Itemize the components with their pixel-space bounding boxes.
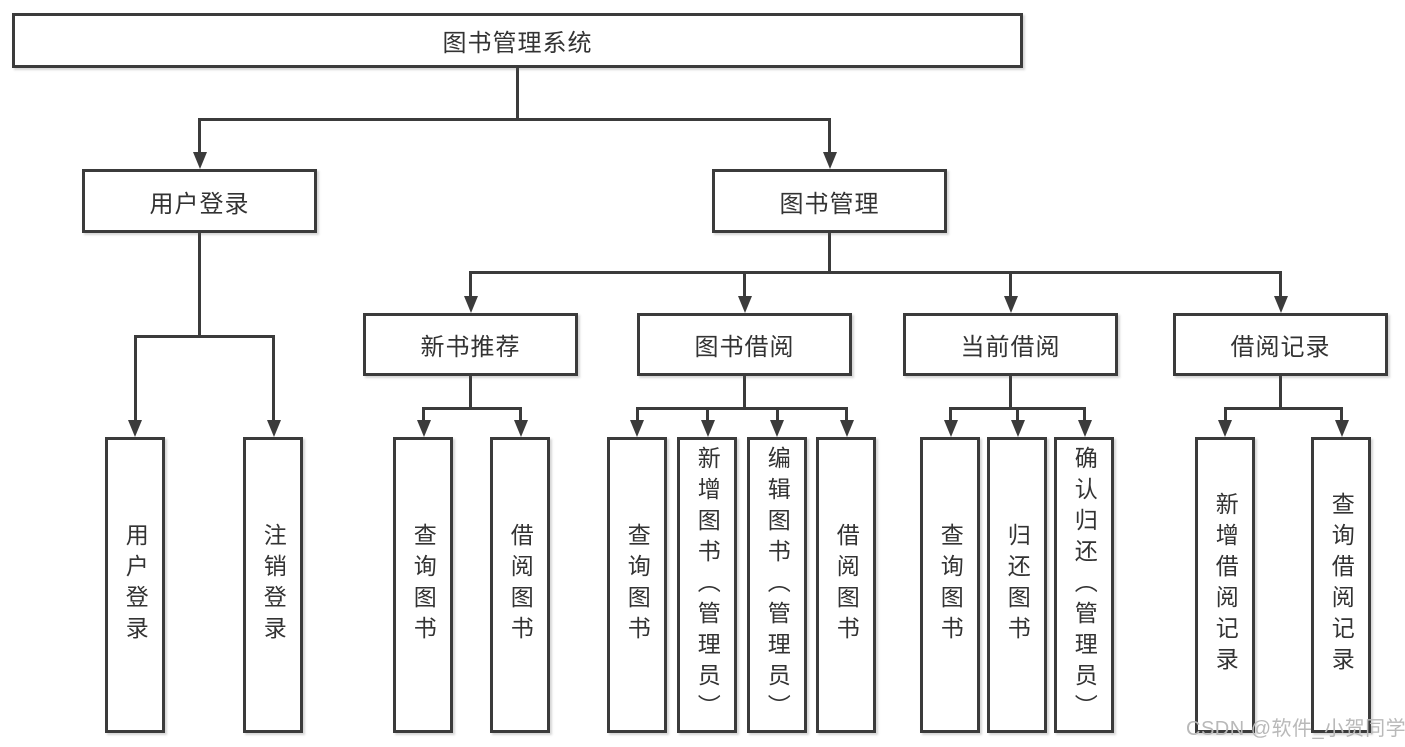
connector-stem — [706, 407, 709, 421]
connector-stem — [1340, 407, 1343, 421]
connector-stem — [519, 407, 522, 421]
node-query-books-2: 查询图书 — [607, 437, 667, 733]
connector-bookmgmt-vline — [828, 233, 831, 271]
connector-stem — [845, 407, 848, 421]
connector-stem — [422, 407, 425, 421]
connector-group4-vline — [1279, 376, 1282, 407]
node-edit-books-admin: 编辑图书（管理员） — [747, 437, 807, 733]
connector-bookmgmt-hline — [469, 271, 1282, 274]
node-book-borrowing: 图书借阅 — [637, 313, 852, 376]
connector-stem — [949, 407, 952, 421]
csdn-watermark: CSDN @软件_小贺同学 — [1186, 718, 1405, 740]
arrow-down-icon — [416, 420, 431, 437]
node-borrow-books-1: 借阅图书 — [490, 437, 550, 733]
arrow-down-icon — [1077, 420, 1092, 437]
arrow-down-icon — [192, 152, 207, 169]
leaf-label: 新增借阅记录 — [1212, 492, 1239, 678]
leaf-label: 编辑图书（管理员） — [764, 445, 791, 725]
arrow-down-icon — [943, 420, 958, 437]
arrow-down-icon — [1010, 420, 1025, 437]
arrow-down-icon — [128, 420, 142, 437]
connector-root-vline — [516, 68, 519, 118]
node-query-borrow-record: 查询借阅记录 — [1311, 437, 1371, 733]
arrow-down-icon — [1003, 296, 1018, 313]
arrow-down-icon — [513, 420, 528, 437]
arrow-down-icon — [770, 420, 784, 437]
connector-group1-hline — [422, 407, 522, 410]
connector-stem — [1223, 407, 1227, 421]
leaf-label: 查询图书 — [410, 523, 437, 647]
connector-stem — [1279, 271, 1282, 297]
leaf-label: 查询借阅记录 — [1328, 492, 1355, 678]
connector-userlogin-hline — [133, 335, 275, 338]
connector-group3-vline — [1009, 376, 1012, 407]
arrow-down-icon — [700, 420, 715, 437]
node-new-book-recommendation: 新书推荐 — [363, 313, 578, 376]
connector-stem — [743, 271, 746, 297]
node-borrow-books-2: 借阅图书 — [816, 437, 876, 733]
leaf-label: 归还图书 — [1004, 523, 1031, 647]
leaf-label: 借阅图书 — [507, 523, 534, 647]
node-borrowing-records: 借阅记录 — [1173, 313, 1388, 376]
node-user-login-leaf: 用户登录 — [105, 437, 165, 733]
connector-stem — [1083, 407, 1086, 421]
connector-group4-hline — [1223, 407, 1342, 410]
leaf-label: 查询图书 — [624, 523, 651, 647]
arrow-down-icon — [1273, 296, 1288, 313]
leaf-label: 用户登录 — [122, 523, 149, 647]
connector-group2-vline — [743, 376, 746, 407]
arrow-down-icon — [737, 296, 752, 313]
connector-root-hline — [198, 118, 831, 121]
connector-stem — [828, 118, 831, 153]
connector-stem — [271, 335, 275, 421]
connector-userlogin-vline — [198, 233, 201, 335]
node-current-borrowing: 当前借阅 — [903, 313, 1118, 376]
leaf-label: 新增图书（管理员） — [694, 445, 721, 725]
node-add-books-admin: 新增图书（管理员） — [677, 437, 737, 733]
connector-stem — [133, 335, 137, 421]
node-user-login: 用户登录 — [82, 169, 317, 233]
arrow-down-icon — [822, 152, 837, 169]
connector-stem — [1009, 271, 1012, 297]
arrow-down-icon — [266, 420, 281, 437]
connector-group1-vline — [469, 376, 472, 407]
connector-group2-hline — [635, 407, 848, 410]
connector-stem — [775, 407, 779, 421]
arrow-down-icon — [1334, 420, 1349, 437]
arrow-down-icon — [630, 420, 644, 437]
node-book-management-system: 图书管理系统 — [12, 13, 1023, 68]
node-query-books-3: 查询图书 — [920, 437, 980, 733]
node-return-books: 归还图书 — [987, 437, 1047, 733]
connector-stem — [469, 271, 472, 297]
arrow-down-icon — [839, 420, 854, 437]
node-query-books-1: 查询图书 — [393, 437, 453, 733]
leaf-label: 借阅图书 — [833, 523, 860, 647]
arrow-down-icon — [1218, 420, 1232, 437]
leaf-label: 注销登录 — [260, 523, 287, 647]
node-logout-login: 注销登录 — [243, 437, 303, 733]
node-confirm-return-admin: 确认归还（管理员） — [1054, 437, 1114, 733]
connector-stem — [1016, 407, 1019, 421]
arrow-down-icon — [463, 296, 478, 313]
connector-stem — [635, 407, 639, 421]
leaf-label: 查询图书 — [937, 523, 964, 647]
node-add-borrow-record: 新增借阅记录 — [1195, 437, 1255, 733]
leaf-label: 确认归还（管理员） — [1071, 445, 1098, 725]
connector-stem — [198, 118, 201, 153]
node-book-management: 图书管理 — [712, 169, 947, 233]
